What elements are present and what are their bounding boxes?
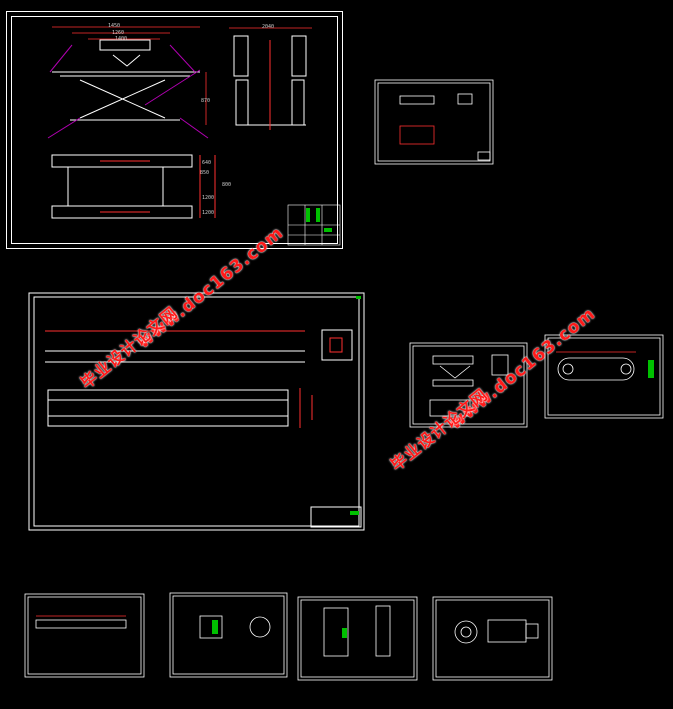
assembly-center-lines bbox=[47, 44, 209, 139]
sheet-assembly-frame bbox=[11, 16, 338, 244]
assembly-side-view bbox=[233, 35, 307, 130]
dimension-label: 1400 bbox=[115, 36, 128, 42]
dimension-label: 1260 bbox=[112, 30, 125, 36]
sheet-beam bbox=[28, 292, 365, 531]
sheet-bottom-3 bbox=[297, 596, 418, 681]
sheet-bottom-2 bbox=[169, 592, 288, 678]
sheet-part-small-1 bbox=[374, 79, 494, 165]
sheet-assembly bbox=[6, 11, 343, 249]
sheet-part-small-2 bbox=[409, 342, 528, 428]
sheet-bottom-4 bbox=[432, 596, 553, 681]
sheet-part-small-3-accent bbox=[648, 360, 654, 378]
assembly-top-view bbox=[51, 154, 216, 219]
dimension-label: 870 bbox=[201, 98, 211, 104]
bottom-sheet-accents bbox=[212, 620, 347, 638]
titleblock-assembly bbox=[287, 204, 341, 246]
dimension-label: 850 bbox=[200, 170, 210, 176]
dimension-label: 640 bbox=[202, 160, 212, 166]
dimension-label: 1450 bbox=[108, 23, 121, 29]
titleblock-assembly-accent bbox=[306, 208, 332, 232]
assembly-dimensions bbox=[52, 26, 312, 125]
dimension-label: 800 bbox=[222, 182, 232, 188]
assembly-front-view bbox=[52, 39, 200, 121]
sheet-part-small-3 bbox=[544, 334, 664, 419]
dimension-label: 1200 bbox=[202, 210, 215, 216]
dimension-label: 2040 bbox=[262, 24, 275, 30]
sheet-beam-accent bbox=[350, 296, 361, 515]
dimension-label: 1200 bbox=[202, 195, 215, 201]
sheet-bottom-1 bbox=[24, 593, 145, 678]
